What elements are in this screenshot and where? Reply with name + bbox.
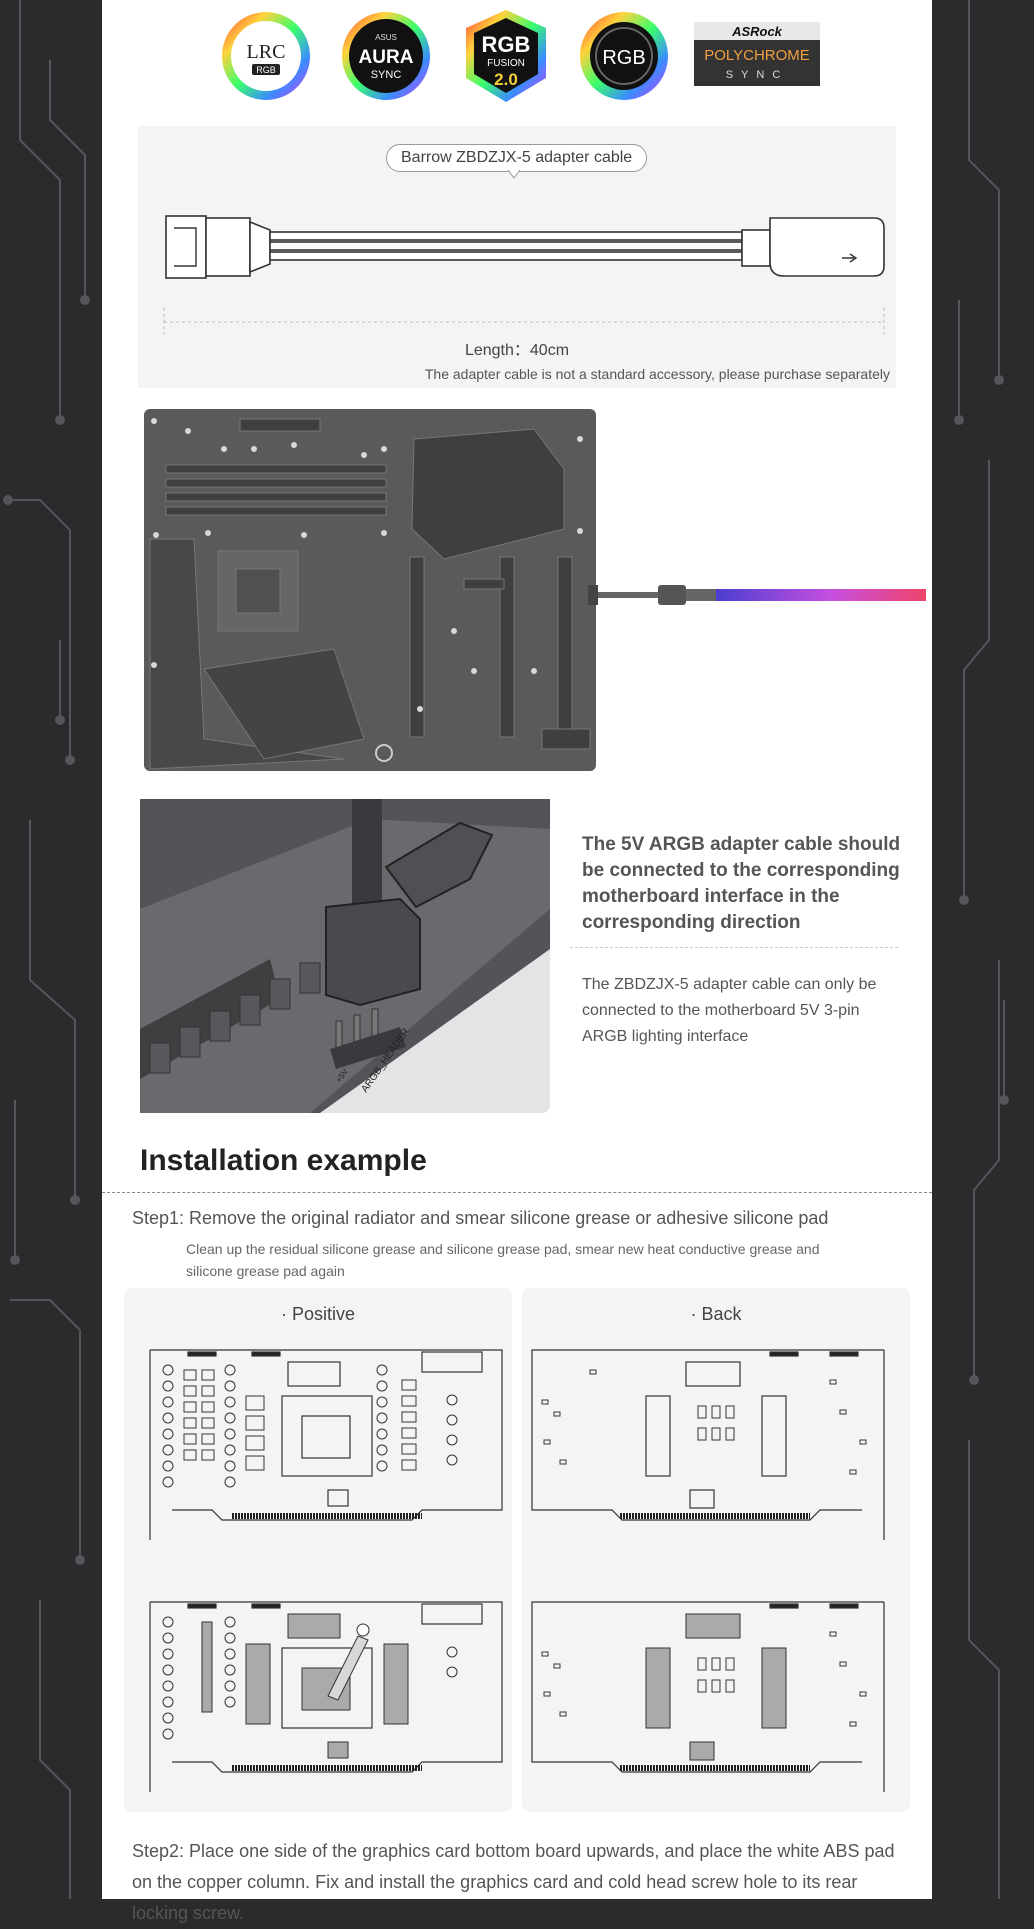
asrock-text: ASRock xyxy=(731,24,783,39)
rgb-fusion-logo: RGB FUSION 2.0 xyxy=(466,10,546,102)
fusion-rgb-text: RGB xyxy=(482,32,531,57)
step2-text: Step2: Place one side of the graphics ca… xyxy=(132,1841,895,1923)
polychrome-text: POLYCHROME xyxy=(704,47,810,64)
product-detail-page: LRC RGB ASUS AURA SYNC RGB FUSION 2.0 RG… xyxy=(102,0,932,1923)
accessory-note: The adapter cable is not a standard acce… xyxy=(424,366,890,382)
cable-length-label: Length：40cm xyxy=(464,342,570,359)
argb-header-closeup-image: ARGB_HEADER +5V xyxy=(140,799,550,1113)
step1-text: Step1: Remove the original radiator and … xyxy=(132,1208,829,1228)
rgb-ring-text: RGB xyxy=(602,47,645,69)
polychrome-sync-text: SYNC xyxy=(726,69,789,81)
lrc-badge-text: RGB xyxy=(256,65,276,75)
description-divider xyxy=(570,947,898,948)
circuit-background-right xyxy=(954,0,1009,1899)
back-side-panel: · Back xyxy=(522,1288,910,1812)
adapter-cable-box: Barrow ZBDZJX-5 adapter cable Length：40c… xyxy=(138,126,896,388)
asus-aura-sync-logo: ASUS AURA SYNC xyxy=(342,12,430,100)
lrc-text: LRC xyxy=(247,41,286,63)
installation-example-heading: Installation example xyxy=(140,1144,427,1177)
asus-text: ASUS xyxy=(375,33,397,42)
gpu-front-pcb-diagram xyxy=(149,1349,503,1540)
sync-text: SYNC xyxy=(371,69,402,81)
motherboard-connection-image xyxy=(144,409,926,771)
fusion-version-text: 2.0 xyxy=(494,70,518,89)
back-label: · Back xyxy=(690,1304,742,1324)
asrock-polychrome-sync-logo: ASRock POLYCHROME SYNC xyxy=(694,22,820,86)
lrc-rgb-logo: LRC RGB xyxy=(222,12,310,100)
adapter-cable-drawing xyxy=(163,169,885,336)
connection-instruction-title: The 5V ARGB adapter cable should be conn… xyxy=(582,834,901,933)
rgb-ring-logo: RGB xyxy=(580,12,668,100)
circuit-background-left xyxy=(3,0,90,1899)
fusion-text: FUSION xyxy=(487,58,525,69)
gpu-back-pcb-diagram xyxy=(531,1349,885,1540)
step1-subtext: Clean up the residual silicone grease an… xyxy=(186,1241,820,1279)
connection-instruction-body: The ZBDZJX-5 adapter cable can only be c… xyxy=(582,976,877,1045)
installation-divider xyxy=(102,1192,932,1193)
positive-side-panel: · Positive xyxy=(124,1288,512,1812)
aura-text: AURA xyxy=(359,47,414,68)
gpu-front-pcb-with-grease-diagram xyxy=(149,1601,503,1792)
cable-name-badge: Barrow ZBDZJX-5 adapter cable xyxy=(386,144,648,172)
compatible-rgb-logos: LRC RGB ASUS AURA SYNC RGB FUSION 2.0 RG… xyxy=(102,8,932,104)
positive-label: · Positive xyxy=(280,1304,356,1324)
gpu-back-pcb-with-pads-diagram xyxy=(531,1601,885,1792)
